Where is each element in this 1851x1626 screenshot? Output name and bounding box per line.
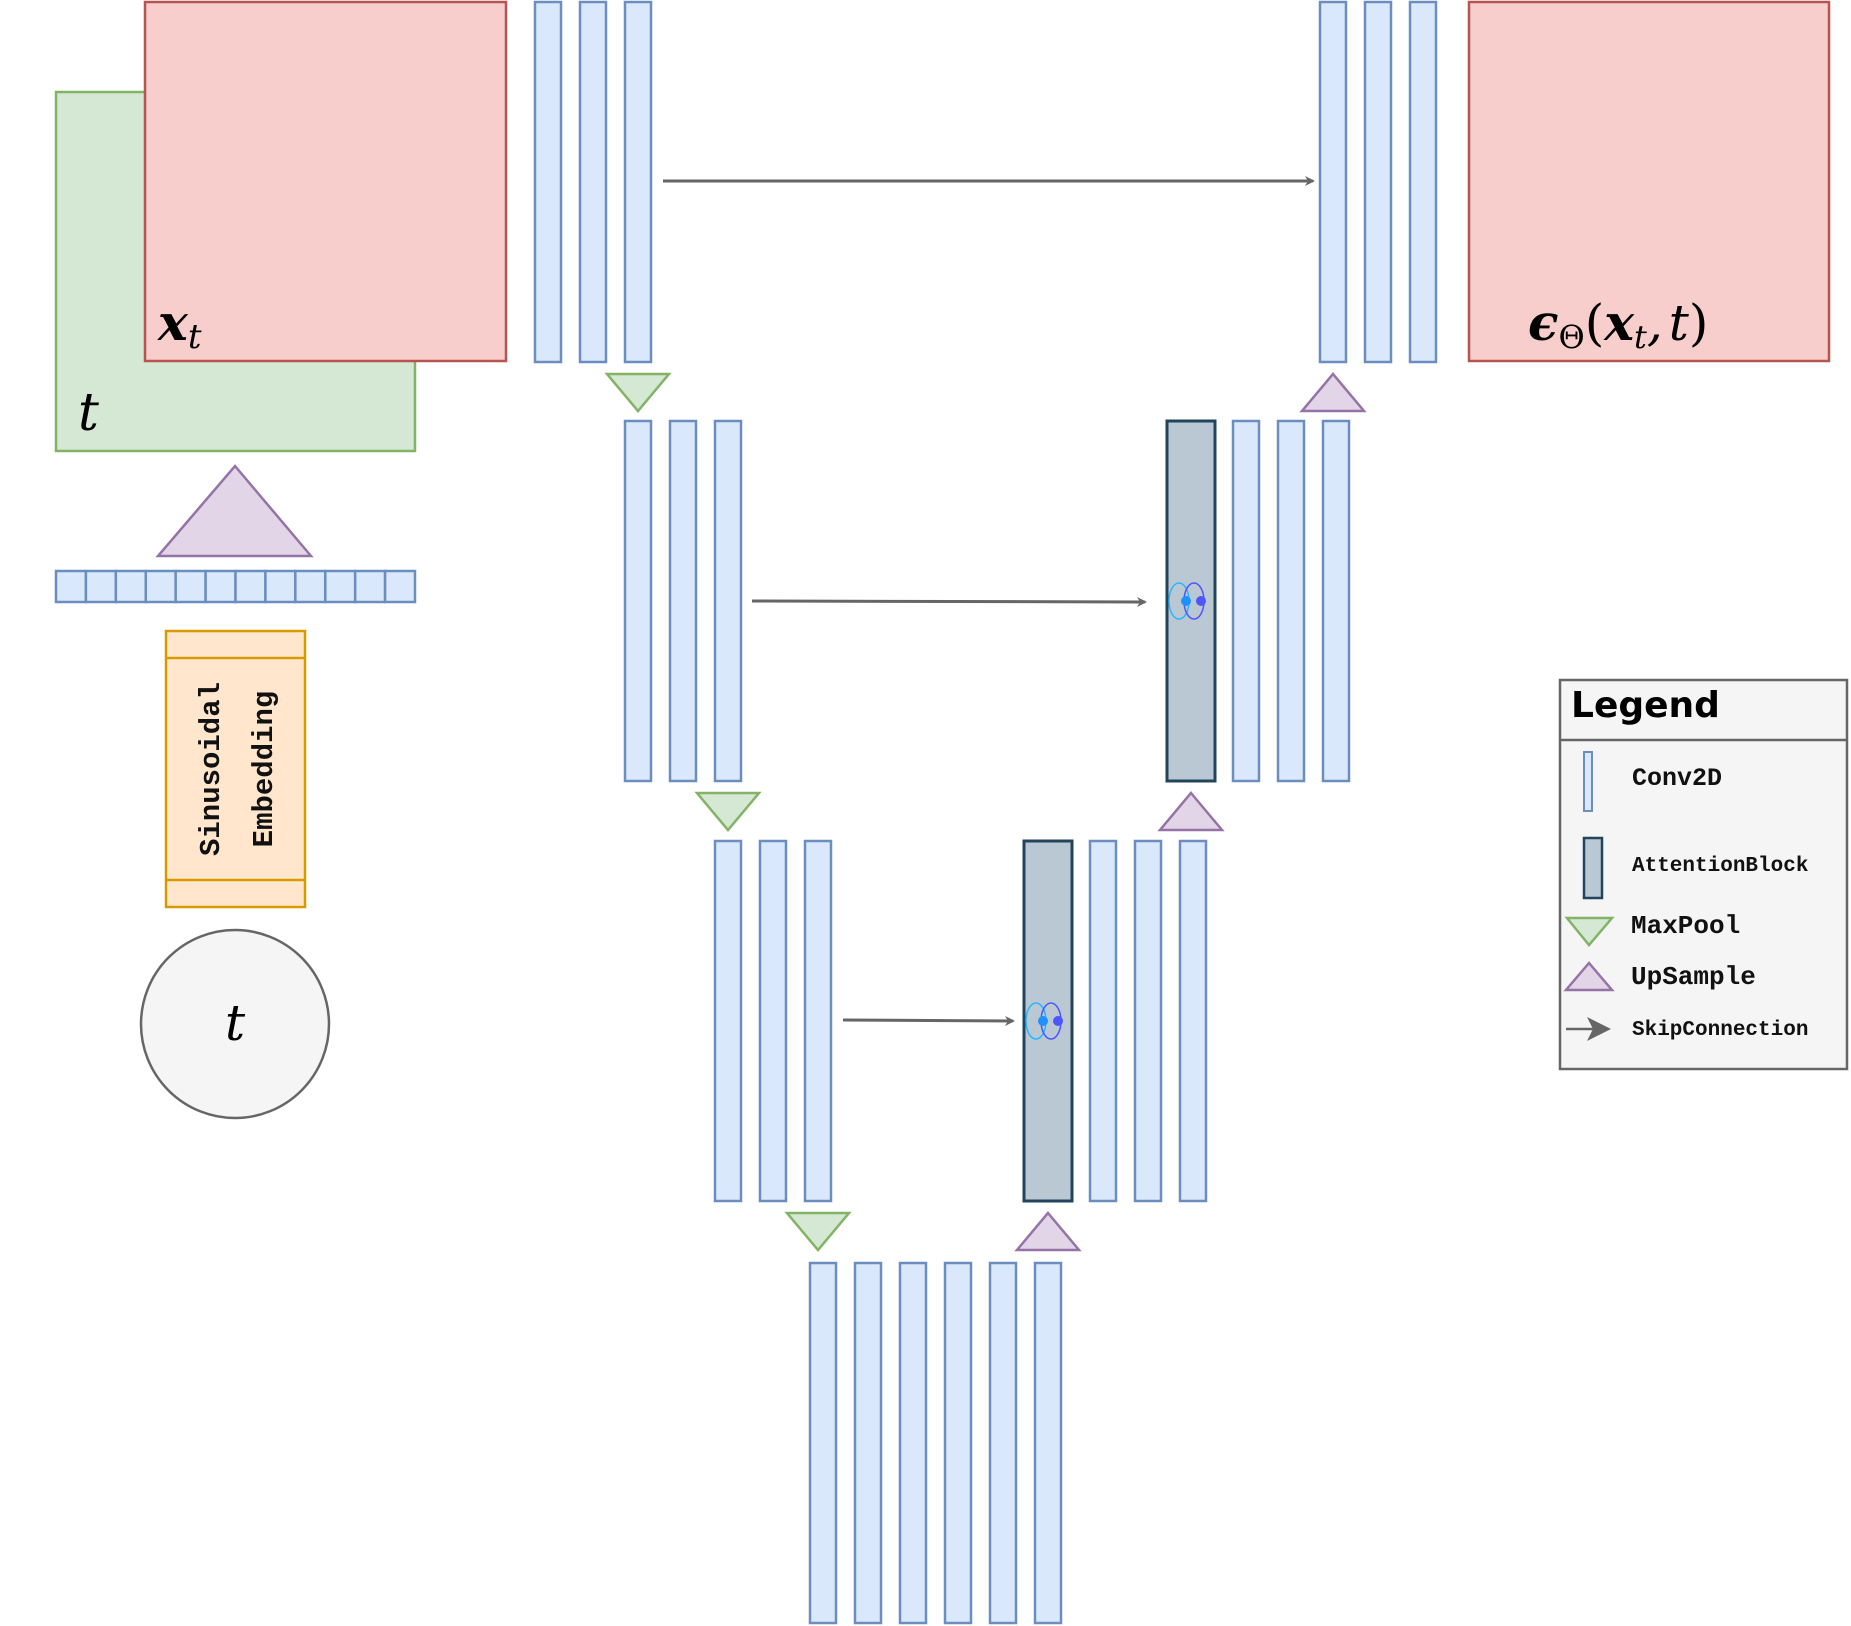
embedding-vector-cell [144,569,177,604]
predicted-noise-label: ϵΘ(xt,t) [1528,293,1708,356]
decoder-conv-block [1133,839,1163,1203]
encoder-conv-block [668,419,698,783]
conv2d-icon [1583,751,1593,812]
embedding-vector-cell [324,569,357,604]
embedding-label-line2: Embedding [248,691,281,848]
embedding-vector-cell [264,569,297,604]
unet-blocks [533,0,1438,1625]
noisy-image-plane: xt [143,0,508,363]
maxpool-icon [1564,916,1615,947]
skip-connection-level-2 [751,596,1147,607]
embedding-vector-cell [84,569,118,604]
maxpool-triangle [784,1211,852,1252]
legend-item-conv2d: Conv2D [1632,764,1722,793]
encoder-conv-block [578,0,608,364]
attention-eyes-icon [1025,1002,1063,1040]
embedding-vector-cell [204,569,237,604]
encoder-conv-block [623,419,653,783]
encoder-conv-block [758,839,788,1203]
timestep-node: t [139,928,331,1120]
decoder-conv-block [1231,419,1261,783]
skip-connection-level-3 [842,1015,1015,1026]
legend-item-attention-block: AttentionBlock [1632,855,1808,878]
embedding-vector-cell [114,569,148,604]
bottleneck-conv-block [1033,1261,1063,1625]
decoder-conv-block [1276,419,1306,783]
encoder-conv-block [713,839,743,1203]
encoder-conv-block [713,419,743,783]
upsample-icon [1563,961,1615,992]
bottleneck-conv-block [988,1261,1018,1625]
sinusoidal-embedding-block: Sinusoidal Embedding [164,629,307,909]
embedding-vector-cell [383,569,417,604]
bottleneck-conv-block [943,1261,973,1625]
attention-eyes-icon [1168,582,1206,620]
bottleneck-conv-block [853,1261,883,1625]
time-plane-label: t [78,383,99,443]
timestep-node-label: t [225,994,246,1052]
attention-block [1165,419,1217,783]
embedding-vector [54,569,417,604]
decoder-conv-block [1178,839,1208,1203]
encoder-conv-block [803,839,833,1203]
noisy-image-label: xt [157,293,202,357]
upsample-triangle [1157,791,1225,832]
legend-title: Legend [1571,685,1720,726]
legend-item-maxpool: MaxPool [1631,911,1740,941]
predicted-noise-plane: ϵΘ(xt,t) [1467,0,1831,363]
decoder-conv-block [1088,839,1118,1203]
attention-block-icon [1582,836,1604,900]
decoder-conv-block [1318,0,1348,364]
legend-item-upsample: UpSample [1631,962,1756,992]
embedding-vector-cell [234,569,267,604]
embedding-label-line1: Sinusoidal [195,682,228,856]
embedding-vector-cell [174,569,207,604]
legend-item-skip-connection: SkipConnection [1632,1019,1808,1042]
embedding-upsample-triangle [155,464,314,558]
attention-block [1022,839,1074,1203]
bottleneck-conv-block [808,1261,838,1625]
embedding-vector-cell [54,569,88,604]
skip-connection-icon [1566,1017,1611,1041]
decoder-conv-block [1321,419,1351,783]
bottleneck-conv-block [898,1261,928,1625]
maxpool-triangle [694,791,762,832]
encoder-conv-block [623,0,653,364]
upsample-triangle [1299,372,1367,413]
legend: Legend Conv2D AttentionBlock MaxPool UpS… [1558,678,1849,1071]
decoder-conv-block [1408,0,1438,364]
embedding-vector-cell [353,569,387,604]
encoder-conv-block [533,0,563,364]
maxpool-triangle [604,372,672,413]
decoder-conv-block [1363,0,1393,364]
upsample-triangle [1014,1211,1082,1252]
embedding-vector-cell [294,569,327,604]
